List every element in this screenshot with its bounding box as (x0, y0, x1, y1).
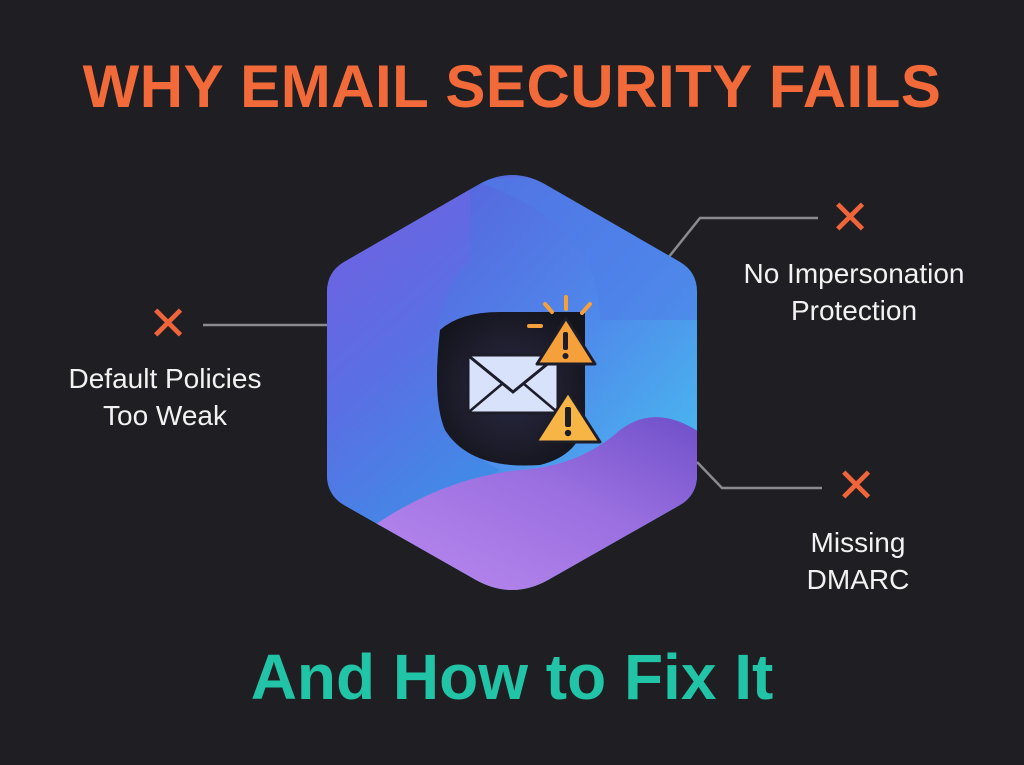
connector-line-bottom-right (696, 461, 822, 490)
x-icon: ✕ (148, 296, 189, 352)
page-subtitle: And How to Fix It (250, 641, 774, 713)
callout-impersonation: No Impersonation Protection (720, 255, 988, 329)
callout-line-2: Protection (790, 295, 918, 326)
warning-icon-secondary (534, 390, 602, 444)
callout-line-1: Default Policies (68, 363, 262, 394)
callout-line-1: Missing (810, 527, 906, 558)
x-icon: ✕ (836, 458, 877, 514)
callout-line-2: DMARC (806, 564, 910, 595)
connector-line-top-right (667, 216, 818, 259)
envelope-icon (466, 353, 560, 415)
x-icon: ✕ (830, 190, 871, 246)
callout-line-1: No Impersonation (743, 258, 965, 289)
page-title: WHY EMAIL SECURITY FAILS (82, 53, 942, 120)
callout-line-2: Too Weak (103, 400, 227, 431)
callout-missing-dmarc: Missing DMARC (778, 524, 938, 598)
warning-icon (527, 295, 597, 366)
callout-default-policies: Default Policies Too Weak (40, 360, 290, 434)
